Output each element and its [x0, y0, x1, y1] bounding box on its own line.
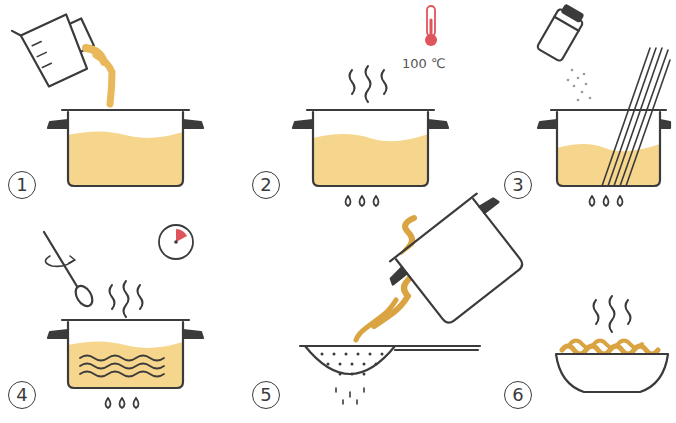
pot-boil — [293, 6, 448, 206]
pot-pour — [12, 2, 203, 186]
callout-circle: 6 — [504, 381, 532, 409]
callout-circle: 2 — [252, 171, 280, 199]
callout-number: 3 — [512, 176, 523, 194]
drain — [300, 186, 539, 404]
callout-circle: 3 — [504, 171, 532, 199]
callout-number: 2 — [260, 176, 271, 194]
callout-number: 4 — [16, 386, 27, 404]
callout-number: 1 — [16, 176, 27, 194]
callout-circle: 5 — [252, 381, 280, 409]
callout-circle: 1 — [8, 171, 36, 199]
callout-number: 6 — [512, 386, 523, 404]
bowl — [556, 296, 668, 392]
pot-stir — [44, 225, 203, 408]
pot-salt-pasta — [536, 3, 670, 206]
callout-number: 5 — [260, 386, 271, 404]
temperature-label: 100 ℃ — [402, 56, 446, 71]
callout-circle: 4 — [8, 381, 36, 409]
